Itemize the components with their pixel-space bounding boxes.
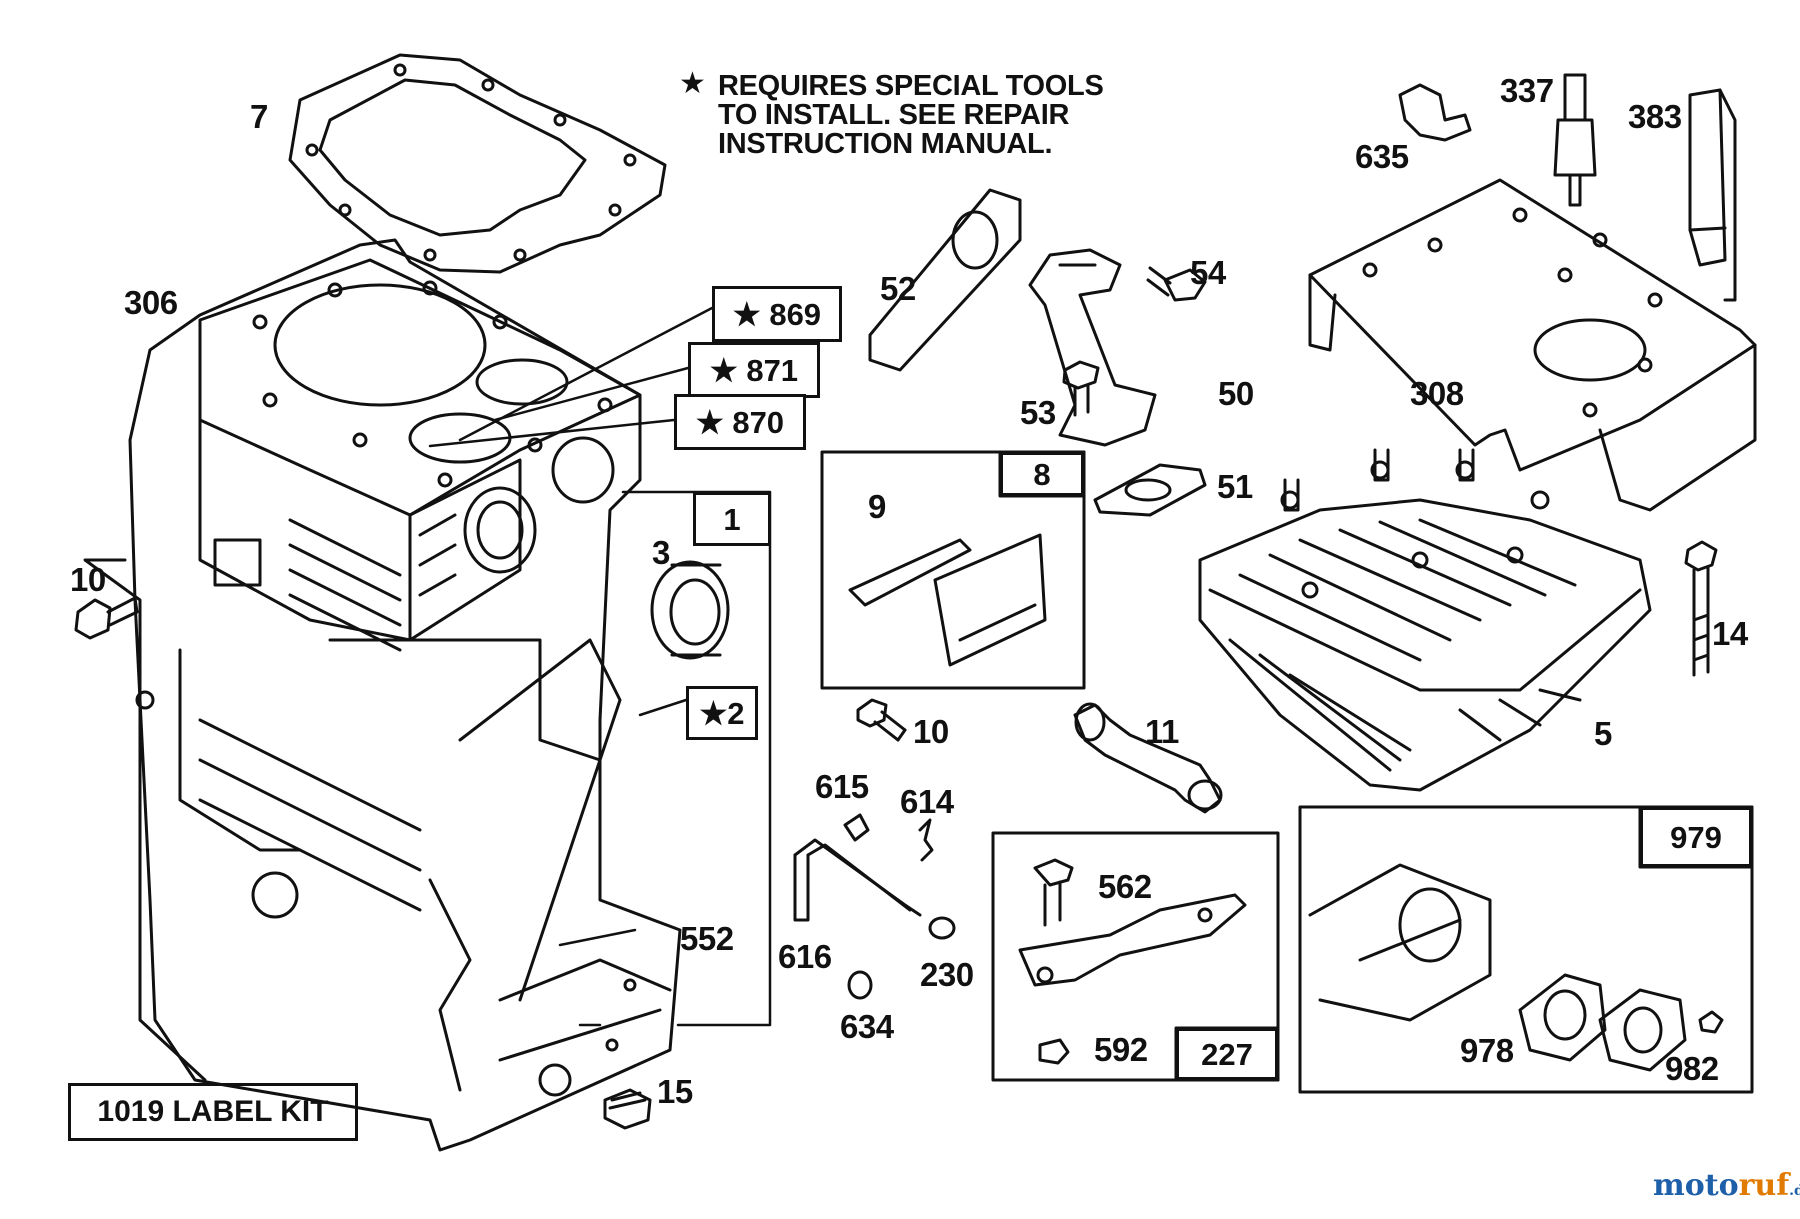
boxed-label-1: 1 (693, 492, 771, 546)
part-label-54: 54 (1190, 254, 1226, 291)
part-label-308: 308 (1410, 375, 1464, 412)
part-label-14: 14 (1712, 615, 1748, 652)
part-label-978: 978 (1460, 1032, 1514, 1069)
boxed-label-870: ★ 870 (674, 394, 806, 450)
note-line-1: REQUIRES SPECIAL TOOLS (718, 70, 1104, 102)
part-label-7: 7 (250, 98, 268, 135)
part-label-614: 614 (900, 783, 954, 820)
part-label-982: 982 (1665, 1050, 1719, 1087)
boxed-label-871: ★ 871 (688, 342, 820, 398)
part-label-10-left: 10 (70, 561, 106, 598)
part-label-11: 11 (1145, 713, 1179, 750)
bracket-box-drawing (991, 831, 1280, 1082)
spark-plug-drawing (1553, 73, 1597, 207)
part-label-592: 592 (1094, 1031, 1148, 1068)
head-gasket-drawing (288, 53, 667, 274)
part-label-52: 52 (880, 270, 916, 307)
part-label-635: 635 (1355, 138, 1409, 175)
bolt-54-drawing (1146, 266, 1207, 302)
part-label-634: 634 (840, 1008, 894, 1045)
special-tools-note: REQUIRES SPECIAL TOOLS TO INSTALL. SEE R… (718, 72, 1104, 159)
part-label-53: 53 (1020, 394, 1056, 431)
watermark-tld: .de (1789, 1183, 1800, 1199)
watermark-part-2: ruf (1738, 1168, 1790, 1203)
head-bolt-drawing (1684, 540, 1718, 677)
part-label-337: 337 (1500, 72, 1554, 109)
exhaust-gasket-drawing (868, 188, 1022, 372)
breather-tube-drawing (1073, 702, 1223, 814)
part-label-9: 9 (868, 488, 886, 525)
cylinder-block-drawing (83, 238, 682, 1152)
exhaust-manifold-drawing (1028, 248, 1157, 447)
note-line-2: TO INSTALL. SEE REPAIR (718, 99, 1070, 131)
special-tools-star-icon: ★ (679, 66, 706, 101)
boxed-label-979: 979 (1640, 807, 1752, 867)
bolt-53-drawing (1062, 360, 1100, 417)
part-label-615: 615 (815, 768, 869, 805)
part-label-616: 616 (778, 938, 832, 975)
part-label-51: 51 (1217, 468, 1253, 505)
screw-middle-drawing (856, 698, 907, 742)
part-label-50: 50 (1218, 375, 1254, 412)
part-label-15: 15 (657, 1073, 693, 1110)
boxed-label-869: ★ 869 (712, 286, 842, 342)
bolt-left-drawing (74, 596, 139, 640)
note-line-3: INSTRUCTION MANUAL. (718, 128, 1053, 160)
spark-plug-boot-drawing (1398, 83, 1472, 142)
seal-leader-lines (428, 306, 714, 448)
part-label-230: 230 (920, 956, 974, 993)
cylinder-shield-drawing (1308, 178, 1757, 512)
governor-linkage-drawing (793, 813, 956, 1000)
cylinder-head-drawing (1198, 448, 1652, 792)
part-label-383: 383 (1628, 98, 1682, 135)
part-label-10-middle: 10 (913, 713, 949, 750)
part-label-562: 562 (1098, 868, 1152, 905)
watermark-logo: motoruf.de (1653, 1168, 1800, 1203)
oil-seal-drawing (650, 560, 730, 660)
drain-plug-drawing (603, 1088, 652, 1130)
part-label-3: 3 (652, 534, 670, 571)
manifold-gasket-drawing (1093, 463, 1207, 517)
label-kit-box: 1019 LABEL KIT (68, 1083, 358, 1141)
part-label-5: 5 (1594, 715, 1612, 752)
part-label-552: 552 (680, 920, 734, 957)
part-label-306: 306 (124, 284, 178, 321)
plug-wrench-drawing (1688, 88, 1737, 302)
boxed-label-8: 8 (1000, 452, 1084, 496)
watermark-part-1: moto (1653, 1168, 1739, 1203)
boxed-label-2: ★2 (686, 686, 758, 740)
boxed-label-227: 227 (1176, 1028, 1278, 1080)
